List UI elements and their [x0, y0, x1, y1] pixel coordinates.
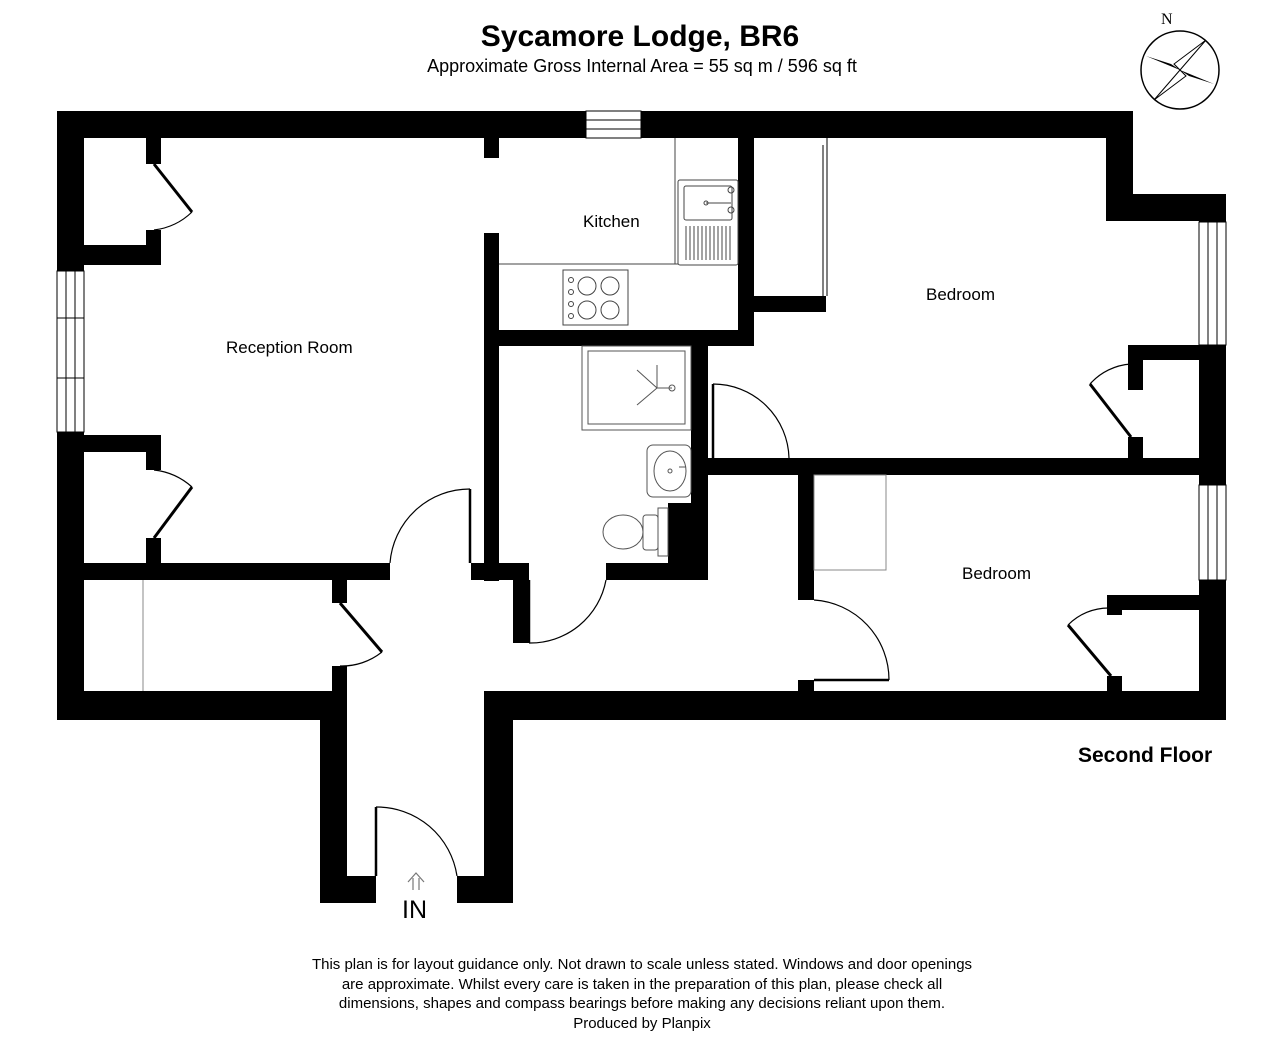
disclaimer-line-4: Produced by Planpix [573, 1014, 711, 1032]
disclaimer: This plan is for layout guidance only. N… [0, 955, 1280, 1033]
toilet-icon [602, 507, 669, 557]
compass-rose-icon [1140, 30, 1220, 110]
room-label-bedroom-1: Bedroom [926, 285, 995, 304]
bathroom-fittings [581, 345, 692, 557]
kitchen-fittings [499, 138, 739, 326]
shower-tray-icon [581, 345, 692, 431]
room-label-reception: Reception Room [226, 338, 353, 357]
windows [56, 110, 1227, 581]
disclaimer-line-3: dimensions, shapes and compass bearings … [338, 995, 946, 1012]
plan-subtitle: Approximate Gross Internal Area = 55 sq … [427, 56, 857, 76]
walls [57, 111, 1226, 903]
basin-icon [646, 444, 692, 498]
plan-title: Sycamore Lodge, BR6 [480, 20, 800, 53]
entrance-arrow-icon [407, 872, 425, 890]
compass-north-label: N [1161, 11, 1173, 28]
hob-icon [562, 269, 629, 326]
entrance-label: IN [402, 896, 427, 924]
room-label-bedroom-2: Bedroom [962, 564, 1031, 583]
doors [152, 163, 1133, 877]
room-label-kitchen: Kitchen [583, 212, 640, 231]
fixtures [142, 138, 887, 691]
floor-label: Second Floor [1078, 744, 1213, 767]
disclaimer-line-1: This plan is for layout guidance only. N… [311, 956, 973, 973]
drainer-icon [685, 226, 731, 260]
disclaimer-line-2: are approximate. Whilst every care is ta… [341, 975, 943, 993]
